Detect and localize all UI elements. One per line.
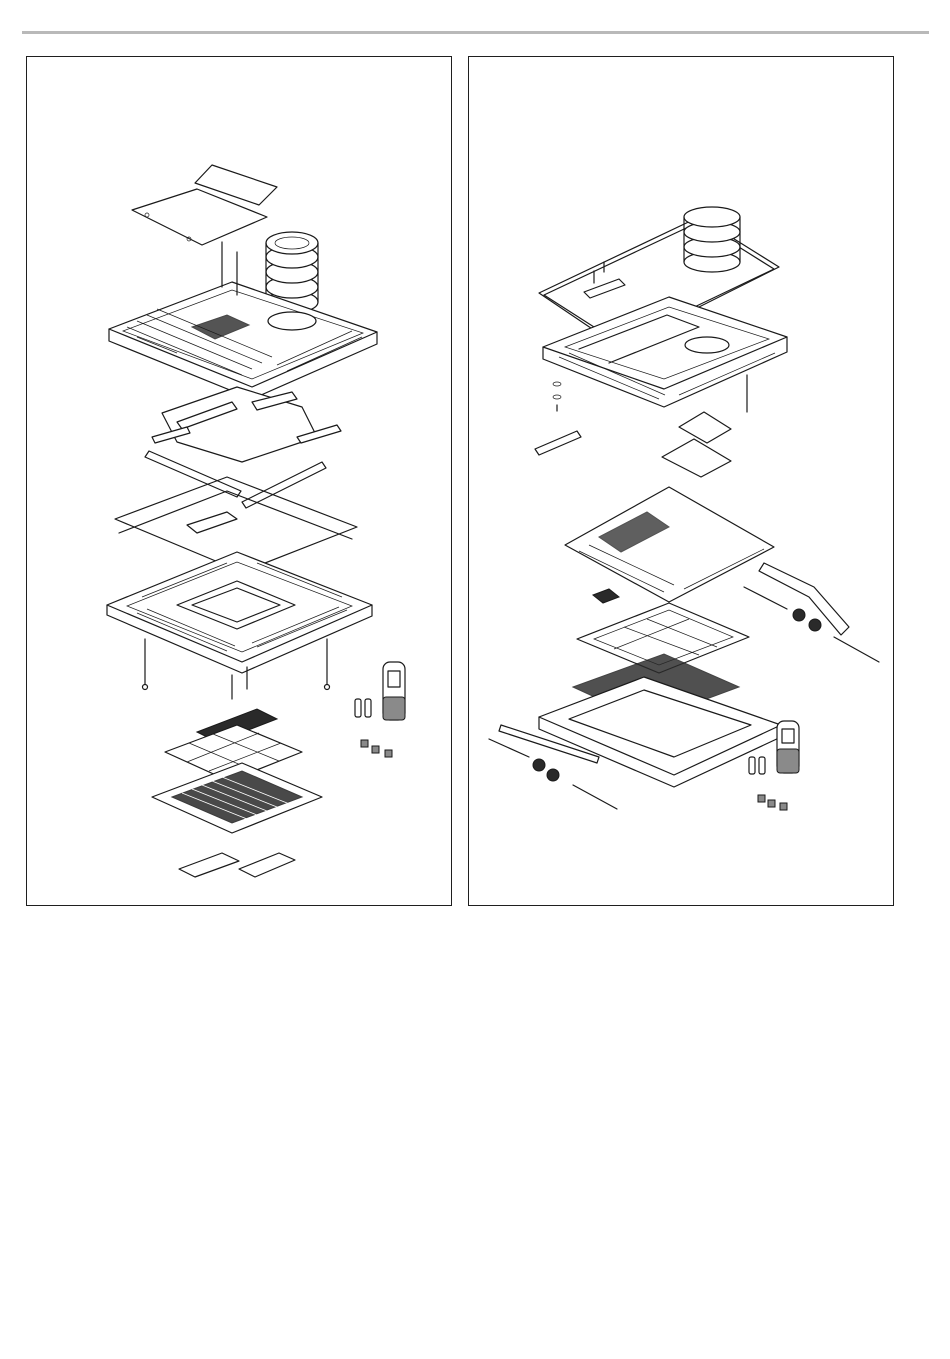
batteries — [749, 757, 765, 774]
top-rule — [22, 31, 929, 34]
exploded-diagram-left — [27, 57, 450, 904]
exploded-view-left — [26, 56, 452, 906]
remote-control — [383, 662, 405, 720]
deflector — [662, 412, 731, 477]
springs — [535, 375, 747, 455]
bracket — [584, 262, 625, 298]
baffle-plate — [565, 487, 774, 602]
base-housing — [107, 552, 372, 673]
clips — [758, 795, 787, 810]
duct-collar — [684, 207, 740, 272]
upper-housing — [109, 242, 377, 399]
batteries — [355, 699, 371, 717]
top-cover-plate — [132, 165, 277, 245]
louver-assembly — [145, 387, 341, 508]
upper-housing — [543, 297, 787, 407]
exploded-diagram-right — [469, 57, 892, 904]
clips — [361, 740, 392, 757]
lower-frame — [539, 677, 781, 787]
remote-control — [777, 721, 799, 773]
grille — [152, 763, 322, 833]
labels — [179, 853, 295, 877]
exploded-view-right — [468, 56, 894, 906]
